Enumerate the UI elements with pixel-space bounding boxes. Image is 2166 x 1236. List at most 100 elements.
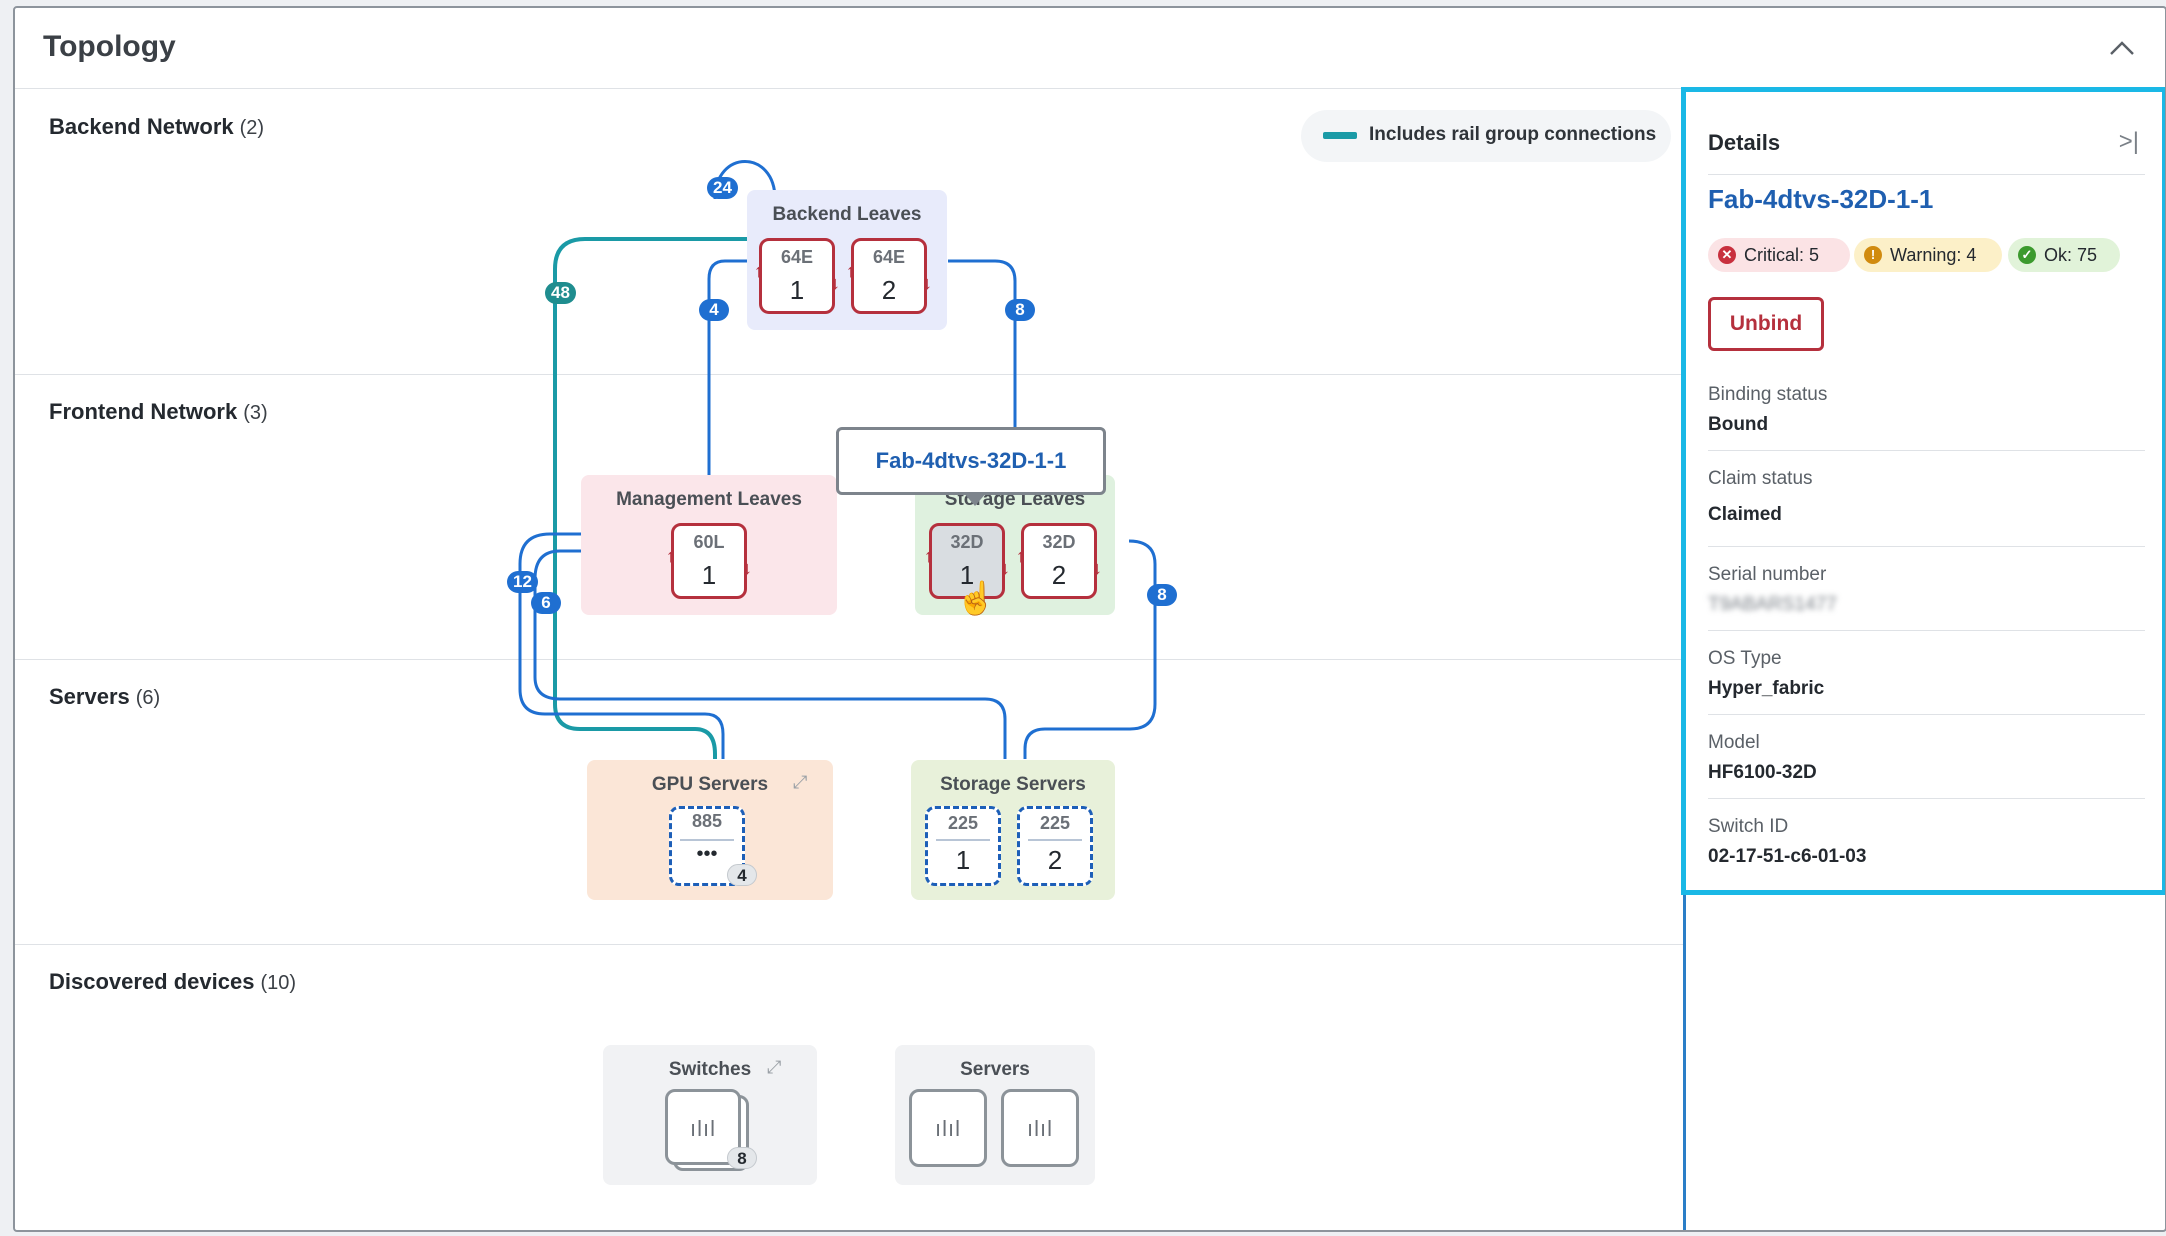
device-name-link[interactable]: Fab-4dtvs-32D-1-1	[1708, 184, 1934, 214]
expand-icon[interactable]: ⤢	[767, 1057, 782, 1077]
divider	[1708, 630, 2145, 631]
node-type: 225	[947, 813, 979, 833]
divider	[1708, 174, 2145, 175]
ok-icon: ✓	[2018, 246, 2036, 264]
switch-id-value: 02-17-51-c6-01-03	[1708, 846, 1867, 867]
group-gpu-servers[interactable]: GPU Servers ⤢ 885 ••• 4	[587, 760, 833, 900]
group-label: Servers	[960, 1059, 1030, 1080]
link-mgmt-b	[533, 549, 1007, 759]
hand-cursor-icon: ☝	[956, 580, 996, 616]
group-label: Backend Leaves	[772, 204, 922, 225]
node-type: 885	[691, 811, 723, 831]
node-number: 1	[789, 275, 805, 305]
server-node[interactable]: 885 •••	[669, 806, 745, 886]
section-divider	[15, 659, 1683, 660]
node-number: 2	[1051, 560, 1067, 590]
group-discovered-switches[interactable]: Switches ⤢ ılıl 8	[603, 1045, 817, 1185]
topology-panel: Topology Backend Network(2) Frontend Net…	[13, 6, 2166, 1232]
divider	[1708, 450, 2145, 451]
topology-links	[518, 160, 1157, 759]
link-rail	[553, 237, 760, 759]
binding-status-value: Bound	[1708, 414, 1769, 435]
link-count-pill[interactable]: 24	[707, 177, 738, 199]
collapse-panel-icon[interactable]: >|	[2118, 128, 2139, 155]
group-discovered-servers[interactable]: Servers ılıl ılıl	[895, 1045, 1095, 1185]
arrow-down-icon: ↓	[923, 273, 932, 293]
link-mgmt-a	[518, 532, 725, 759]
chevron-up-icon[interactable]	[2107, 34, 2137, 64]
field-label: Model	[1708, 732, 1760, 753]
tooltip-tail	[963, 492, 987, 506]
cisco-logo-icon: ılıl	[935, 1116, 961, 1141]
node-tooltip: Fab-4dtvs-32D-1-1	[836, 427, 1106, 506]
arrow-up-icon: ↑	[666, 546, 675, 566]
node-divider	[1028, 839, 1082, 841]
section-label: Backend Network	[49, 114, 234, 139]
arrow-up-icon: ↑	[754, 261, 763, 281]
node-type: 64E	[780, 247, 814, 267]
details-panel: Details >| Fab-4dtvs-32D-1-1 ✕Critical: …	[1683, 89, 2165, 1230]
link-count-pill[interactable]: 6	[531, 592, 561, 614]
link-count-pill[interactable]: 4	[699, 299, 729, 321]
node-number: 2	[1047, 845, 1063, 875]
arrow-down-icon: ↓	[831, 273, 840, 293]
cisco-logo-icon: ılıl	[1027, 1116, 1053, 1141]
node-type: 225	[1039, 813, 1071, 833]
link-count-pill[interactable]: 8	[1147, 584, 1177, 606]
link-count-pill[interactable]: 48	[545, 282, 576, 304]
warning-count: Warning: 4	[1890, 245, 1977, 265]
link-backend-storage	[948, 259, 1017, 429]
section-servers: Servers(6)	[49, 684, 160, 710]
section-label: Discovered devices	[49, 969, 255, 994]
warning-badge: !Warning: 4	[1854, 238, 2002, 272]
node-type: 32D	[1042, 532, 1076, 552]
node-type: 32D	[950, 532, 984, 552]
tooltip-text: Fab-4dtvs-32D-1-1	[875, 448, 1067, 473]
link-count-pill[interactable]: 12	[507, 571, 538, 593]
section-frontend-network: Frontend Network(3)	[49, 399, 268, 425]
more-icon: •••	[696, 843, 718, 865]
arrow-up-icon: ↑	[1016, 546, 1025, 566]
device-node[interactable]: ılıl	[909, 1089, 987, 1167]
field-label: Claim status	[1708, 468, 1813, 489]
count-badge: 4	[727, 864, 757, 886]
switch-node[interactable]: 64E 1 ↑ ↓	[754, 238, 840, 314]
arrow-up-icon: ↑	[924, 546, 933, 566]
rail-line-swatch	[1323, 132, 1357, 139]
ok-badge: ✓Ok: 75	[2008, 238, 2120, 272]
link-storage	[1023, 539, 1157, 759]
group-label: Switches	[668, 1059, 752, 1080]
divider	[1708, 546, 2145, 547]
unbind-button[interactable]: Unbind	[1708, 297, 1824, 351]
group-label: Storage Servers	[940, 774, 1086, 795]
arrow-up-icon: ↑	[846, 261, 855, 281]
section-divider	[15, 944, 1683, 945]
server-node[interactable]: 225 2	[1017, 806, 1093, 886]
section-label: Frontend Network	[49, 399, 238, 424]
critical-count: Critical: 5	[1744, 245, 1820, 265]
legend: Includes rail group connections	[1301, 110, 1671, 162]
node-divider	[680, 839, 734, 841]
arrow-down-icon: ↓	[743, 558, 752, 578]
section-discovered-devices: Discovered devices(10)	[49, 969, 296, 995]
link-count-pill[interactable]: 8	[1005, 299, 1035, 321]
group-label: GPU Servers	[651, 774, 769, 795]
device-node[interactable]: ılıl	[1001, 1089, 1079, 1167]
link-backend-mgmt	[707, 259, 767, 477]
section-label: Servers	[49, 684, 130, 709]
arrow-down-icon: ↓	[1001, 558, 1010, 578]
critical-icon: ✕	[1718, 246, 1736, 264]
field-label: Switch ID	[1708, 816, 1789, 837]
cisco-logo-icon: ılıl	[690, 1116, 716, 1141]
section-count: (3)	[243, 402, 268, 424]
expand-icon[interactable]: ⤢	[793, 772, 808, 792]
